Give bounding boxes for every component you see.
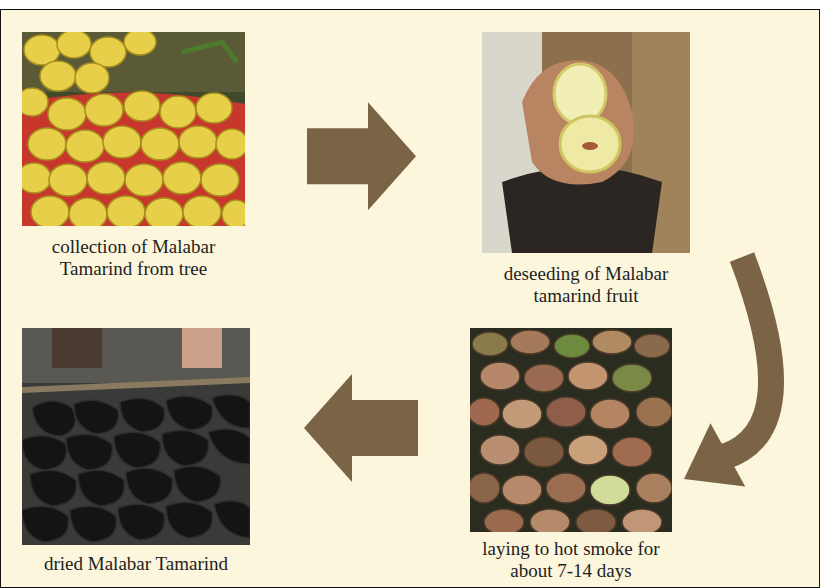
process-step: laying to hot smoke for about 7-14 days [462, 328, 680, 582]
process-step: collection of Malabar Tamarind from tree [18, 32, 249, 280]
process-step: deseeding of Malabar tamarind fruit [476, 32, 696, 307]
step-caption: dried Malabar Tamarind [18, 553, 254, 575]
flow-arrow [304, 374, 418, 482]
step-caption: deseeding of Malabar tamarind fruit [476, 263, 696, 307]
smoking-photo [470, 328, 672, 532]
flow-arrow [684, 257, 771, 486]
step-caption: collection of Malabar Tamarind from tree [18, 236, 249, 280]
fruit-photo [22, 32, 245, 226]
dried-fruit-photo [22, 328, 250, 545]
deseeding-photo [482, 32, 690, 253]
flow-arrow [307, 102, 416, 210]
process-step: dried Malabar Tamarind [18, 328, 254, 575]
step-caption: laying to hot smoke for about 7-14 days [462, 538, 680, 582]
